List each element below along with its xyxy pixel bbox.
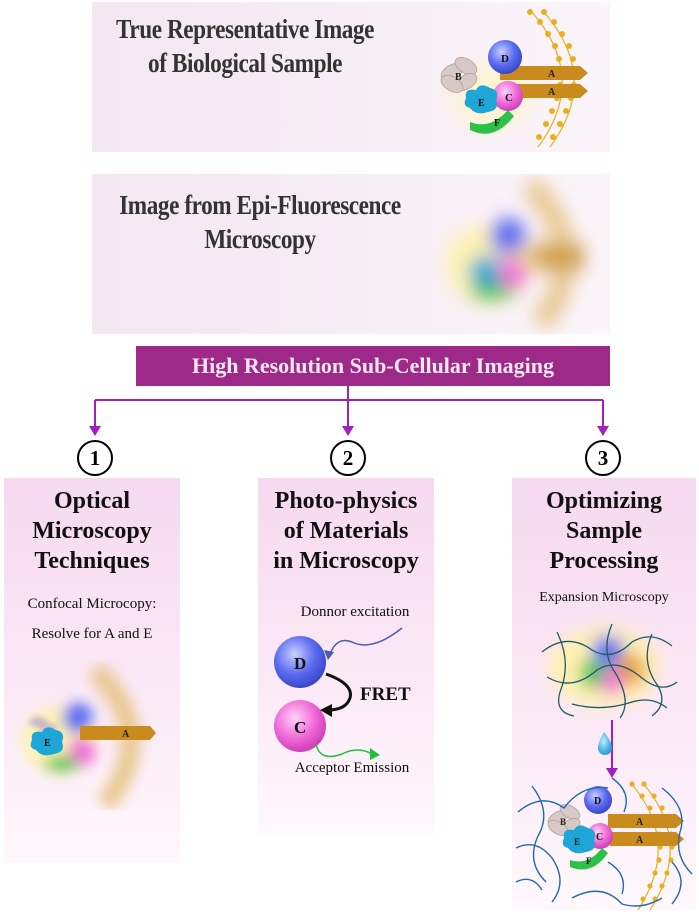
protein-A-lower (504, 84, 588, 98)
expanded-label-E: E (574, 837, 580, 847)
fret-transfer-arrow (325, 672, 352, 712)
true-image-title-line2: of Biological Sample (148, 48, 342, 78)
hydrogel-mesh-expanded (515, 777, 693, 907)
emission-arrow (315, 743, 373, 758)
excitation-arrow (329, 627, 403, 655)
protein-E (464, 85, 498, 114)
donor-D (274, 636, 326, 688)
acceptor-C (274, 700, 326, 752)
acceptor-emission-label: Acceptor Emission (294, 760, 410, 776)
fret-label-C: C (294, 718, 306, 737)
label-C: C (505, 92, 513, 104)
optical-microscopy-panel (4, 478, 180, 863)
label-F: F (494, 118, 500, 129)
expanded-label-F: F (586, 856, 592, 866)
epi-title-line2: Microscopy (204, 224, 316, 254)
epi-title: Image from Epi-Fluorescence Microscopy (97, 188, 424, 256)
expanded-label-C: C (596, 832, 603, 843)
true-sample-illustration: A A B D C E F (435, 9, 588, 148)
optical-microscopy-title: Optical Microscopy Techniques (4, 486, 180, 576)
col2-title-line1: Photo-physics (274, 488, 418, 514)
epi-title-line1: Image from Epi-Fluorescence (119, 190, 401, 220)
resolve-label: Resolve for A and E (31, 626, 153, 642)
photophysics-title: Photo-physics of Materials in Microscopy (248, 486, 444, 576)
step-number-3: 3 (585, 440, 621, 476)
expanded-protein-D (584, 786, 612, 814)
expanded-label-A-upper: A (636, 817, 644, 828)
true-image-title: True Representative Image of Biological … (86, 12, 404, 80)
sample-processing-title: Optimizing Sample Processing (512, 486, 696, 576)
confocal-protein-E (30, 727, 64, 756)
label-D: D (501, 53, 509, 65)
label-A-upper: A (548, 69, 556, 80)
fret-diagram: D C FRET (274, 627, 411, 760)
water-drop (598, 732, 612, 755)
step-number-1: 1 (77, 440, 113, 476)
expanded-label-A-lower: A (636, 835, 644, 846)
donor-excitation-label: Donnor excitation (300, 604, 410, 620)
col1-title-line2: Microscopy (32, 518, 152, 544)
fret-label-D: D (294, 654, 306, 673)
col3-title-line1: Optimizing (545, 488, 662, 514)
protein-B (440, 57, 478, 93)
expanded-label-B: B (560, 817, 566, 827)
epi-blurred-illustration (445, 176, 584, 331)
col2-title-line3: in Microscopy (273, 548, 419, 574)
confocal-illustration: A E (22, 662, 156, 810)
label-E: E (478, 98, 485, 109)
confocal-protein-A (80, 726, 156, 740)
fret-label: FRET (360, 684, 411, 705)
expanded-label-D: D (594, 796, 601, 807)
confocal-label-A: A (122, 729, 130, 740)
col3-title-line3: Processing (549, 548, 659, 574)
protein-C (493, 81, 523, 111)
connector-arrows (89, 386, 609, 436)
expanded-protein-A-lower (610, 832, 684, 846)
label-A-lower: A (548, 87, 556, 98)
expanded-protein-E (562, 825, 596, 854)
col1-title-line1: Optical (54, 488, 130, 514)
protein-D (488, 40, 522, 74)
high-resolution-banner: High Resolution Sub-Cellular Imaging (136, 346, 610, 386)
expansion-illustration: A A B D C E F (515, 623, 693, 911)
col2-title-line2: of Materials (283, 518, 409, 544)
col1-title-line3: Techniques (34, 548, 150, 574)
expanded-protein-A-upper (608, 814, 684, 828)
arrow-head-3 (597, 426, 609, 436)
protein-A-upper (500, 66, 588, 80)
protein-F (470, 110, 514, 134)
arrow-head-2 (342, 426, 354, 436)
confocal-label-E: E (44, 738, 51, 749)
col3-title-line2: Sample (565, 518, 642, 544)
label-B: B (455, 72, 462, 83)
expanded-protein-F (570, 848, 608, 870)
confocal-label: Confocal Microcopy: (27, 596, 157, 612)
true-image-title-line1: True Representative Image (116, 14, 374, 44)
step-number-2: 2 (330, 440, 366, 476)
arrow-head-1 (89, 426, 101, 436)
expansion-microscopy-label: Expansion Microscopy (539, 590, 669, 605)
hydrogel-mesh-small (541, 623, 678, 719)
